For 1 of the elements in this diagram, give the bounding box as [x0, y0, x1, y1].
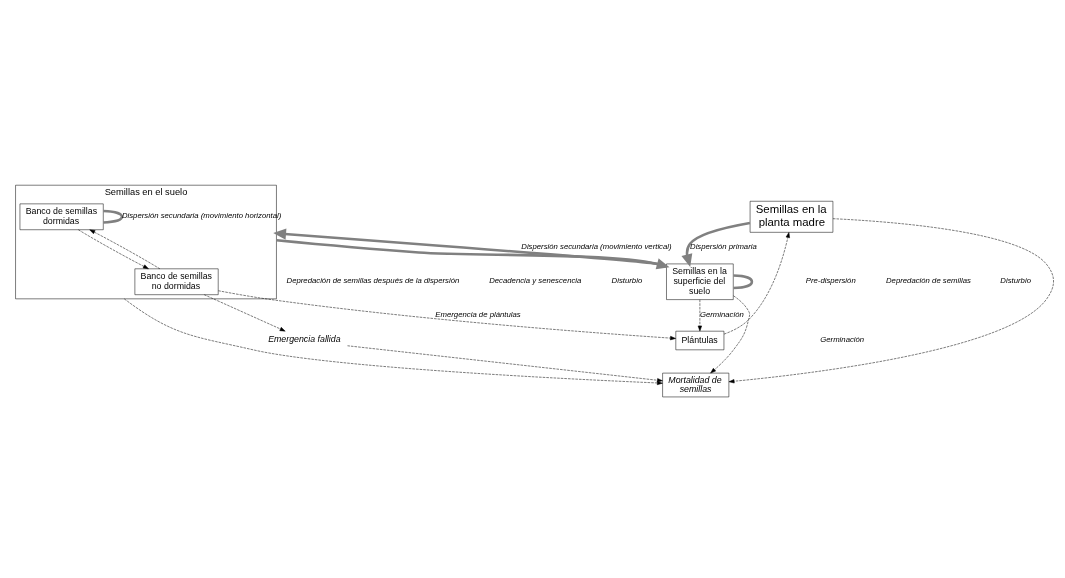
- node-text: Emergencia fallida: [268, 334, 341, 345]
